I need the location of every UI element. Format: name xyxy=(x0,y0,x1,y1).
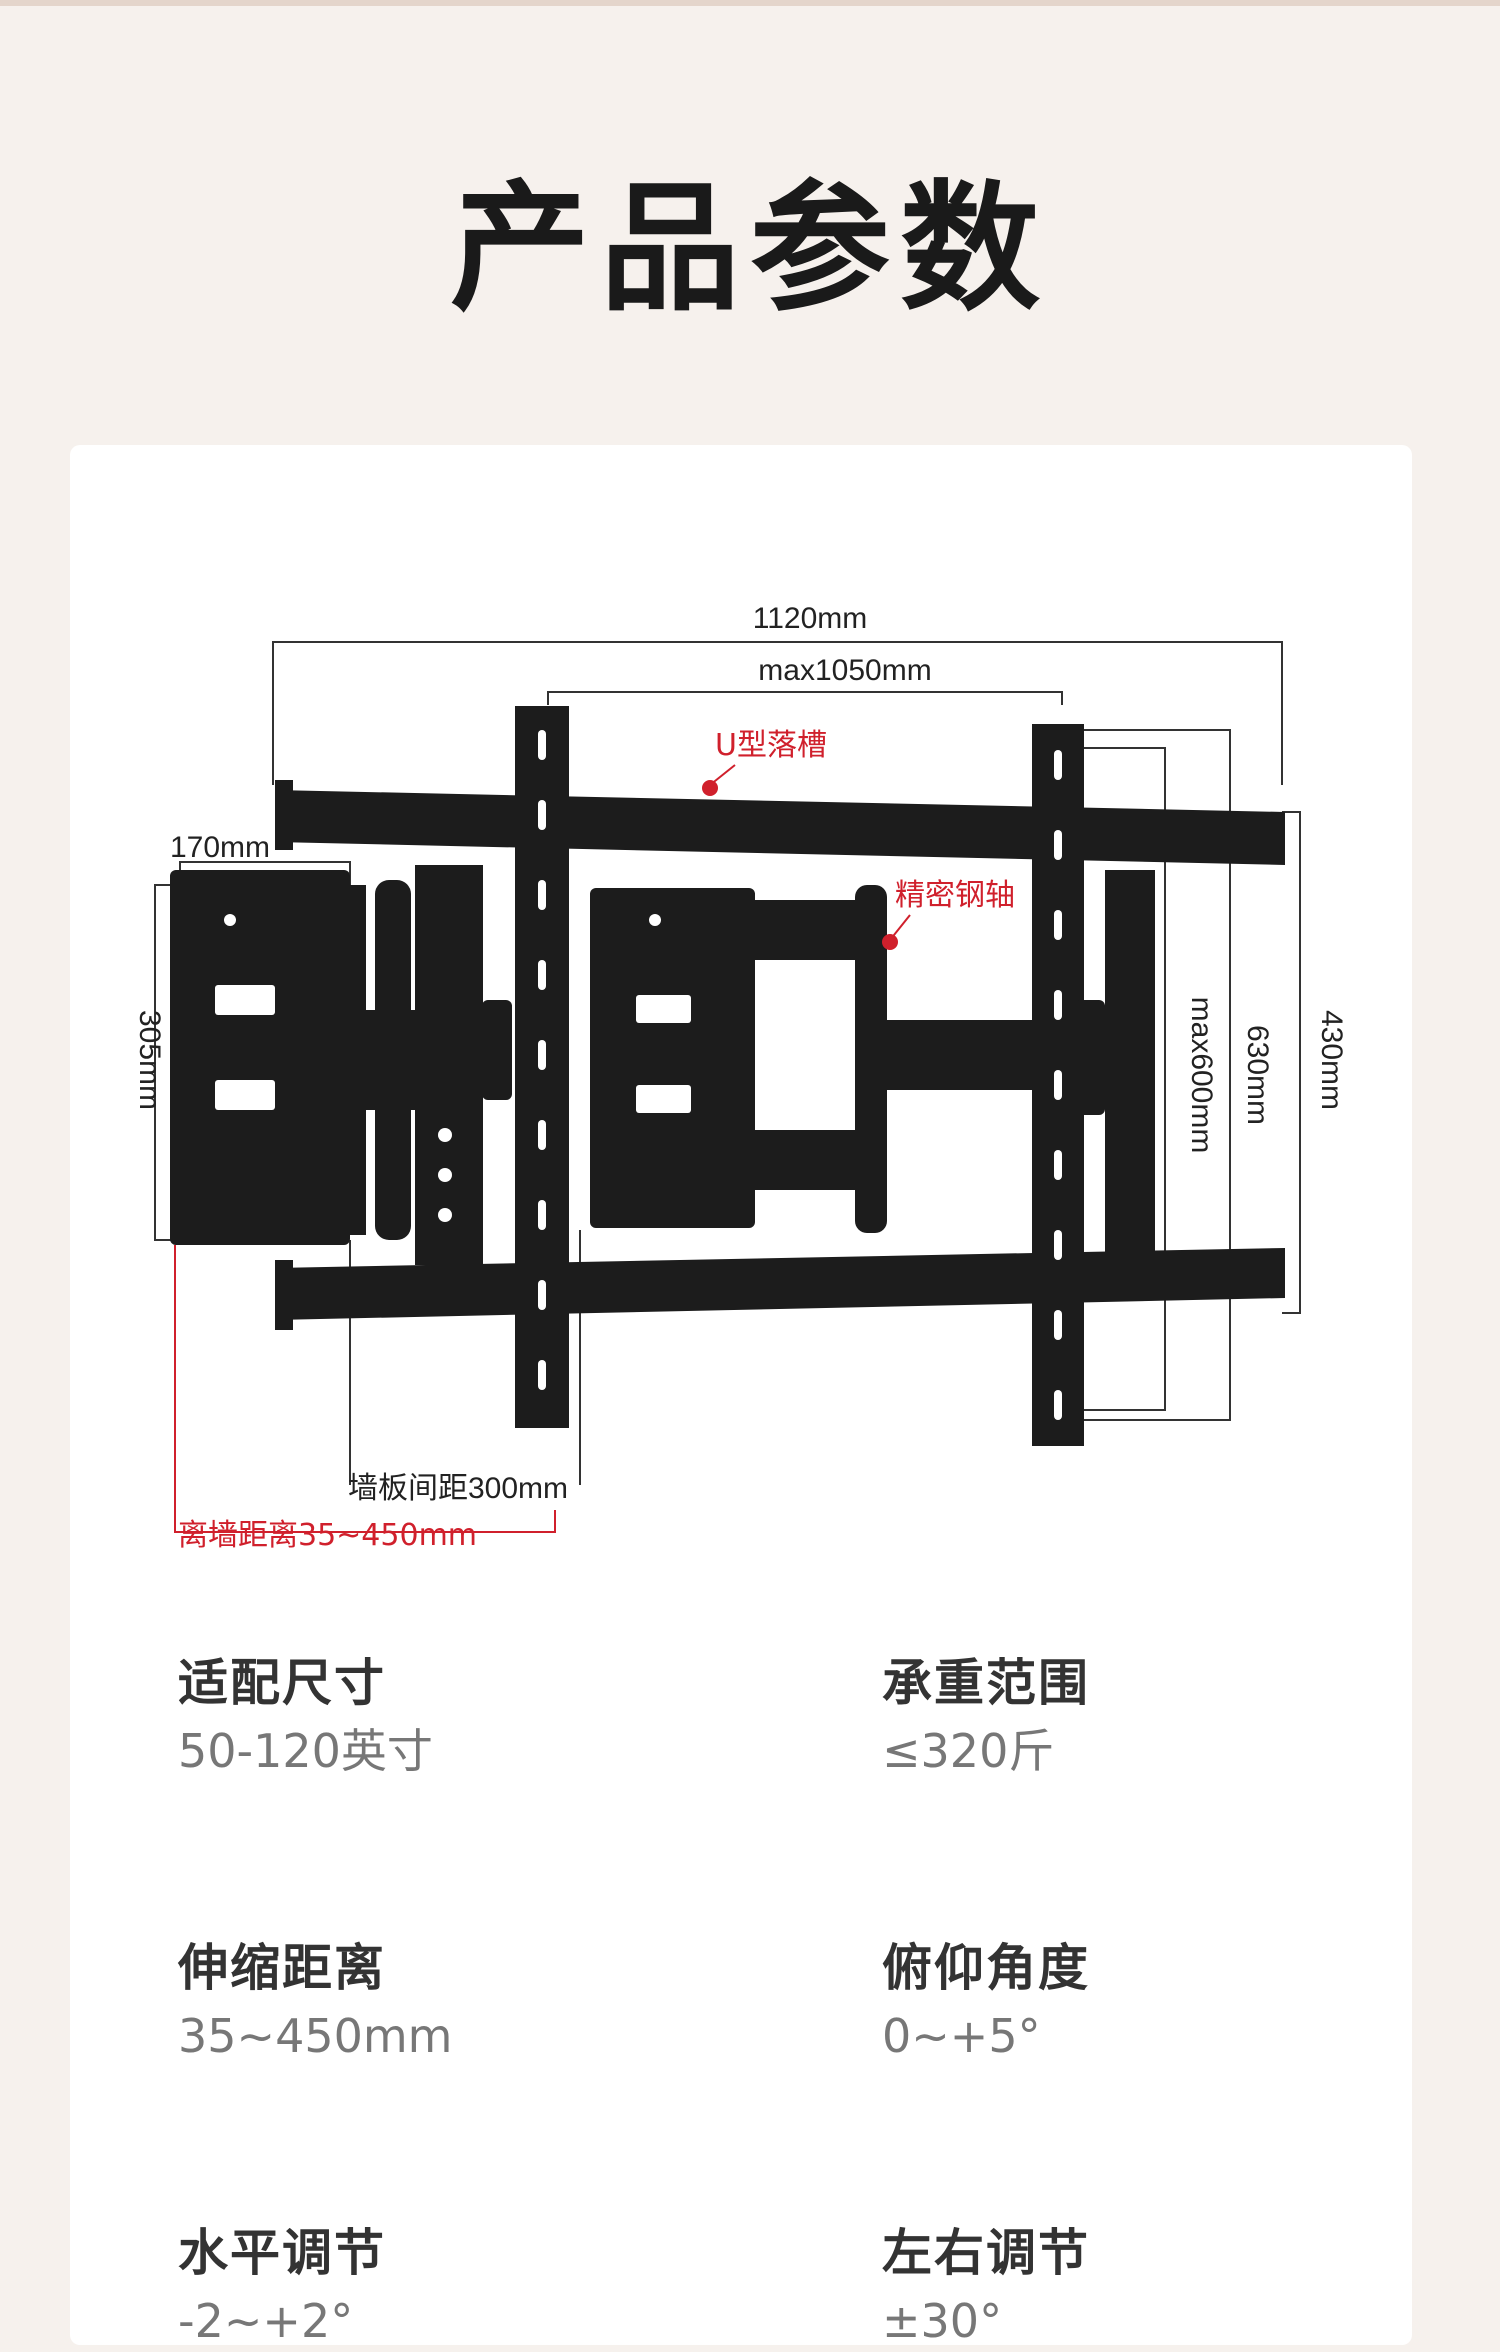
dim-wall-distance: 离墙距离35~450mm xyxy=(178,1518,477,1553)
u-slot-dot xyxy=(702,780,718,796)
dim-max-width: max1050mm xyxy=(758,654,931,687)
spec-label: 水平调节 xyxy=(178,2224,386,2282)
spec-value: 35~450mm xyxy=(178,2009,453,2063)
page-title: 产品参数 xyxy=(449,168,1050,331)
spec-card xyxy=(70,445,1412,2345)
dim-plate-height: 305mm xyxy=(133,1010,166,1110)
dim-height-630: 630mm xyxy=(1241,1025,1274,1125)
spec-value: ≤320斤 xyxy=(882,1724,1055,1778)
spec-item: 俯仰角度 0~+5° xyxy=(882,1935,1442,2067)
tv-mount-drawing: 1120mm max1050mm 170mm 305mm max600mm 63… xyxy=(133,602,1348,1553)
product-diagram: 1120mm max1050mm 170mm 305mm max600mm 63… xyxy=(110,580,1350,1580)
dim-height-430: 430mm xyxy=(1315,1010,1348,1110)
spec-value: 50-120英寸 xyxy=(178,1724,433,1778)
spec-label: 适配尺寸 xyxy=(178,1654,386,1712)
spec-item: 伸缩距离 35~450mm xyxy=(178,1935,738,2067)
wall-distance-line xyxy=(174,1245,556,1533)
spec-value: ±30° xyxy=(882,2294,1003,2348)
spec-label: 承重范围 xyxy=(882,1654,1090,1712)
steel-shaft-dot xyxy=(882,934,898,950)
spec-label: 左右调节 xyxy=(882,2224,1090,2282)
dim-wall-plate-spacing: 墙板间距300mm xyxy=(348,1472,568,1505)
spec-label: 俯仰角度 xyxy=(882,1939,1090,1997)
spec-item: 左右调节 ±30° xyxy=(882,2220,1442,2352)
dim-overall-width: 1120mm xyxy=(753,602,868,635)
dim-plate-width: 170mm xyxy=(170,831,270,864)
dim-max-height: max600mm xyxy=(1185,997,1218,1154)
spec-item: 水平调节 -2~+2° xyxy=(178,2220,738,2352)
spec-item: 承重范围 ≤320斤 xyxy=(882,1650,1442,1782)
top-strip xyxy=(0,0,1500,6)
callout-steel-shaft: 精密钢轴 xyxy=(895,878,1015,913)
mount-holes xyxy=(215,730,1062,1420)
spec-value: -2~+2° xyxy=(178,2294,354,2348)
spec-item: 适配尺寸 50-120英寸 xyxy=(178,1650,738,1782)
spec-label: 伸缩距离 xyxy=(178,1939,386,1997)
mount-metal xyxy=(170,706,1285,1446)
spec-value: 0~+5° xyxy=(882,2009,1041,2063)
callout-u-slot: U型落槽 xyxy=(715,728,827,763)
